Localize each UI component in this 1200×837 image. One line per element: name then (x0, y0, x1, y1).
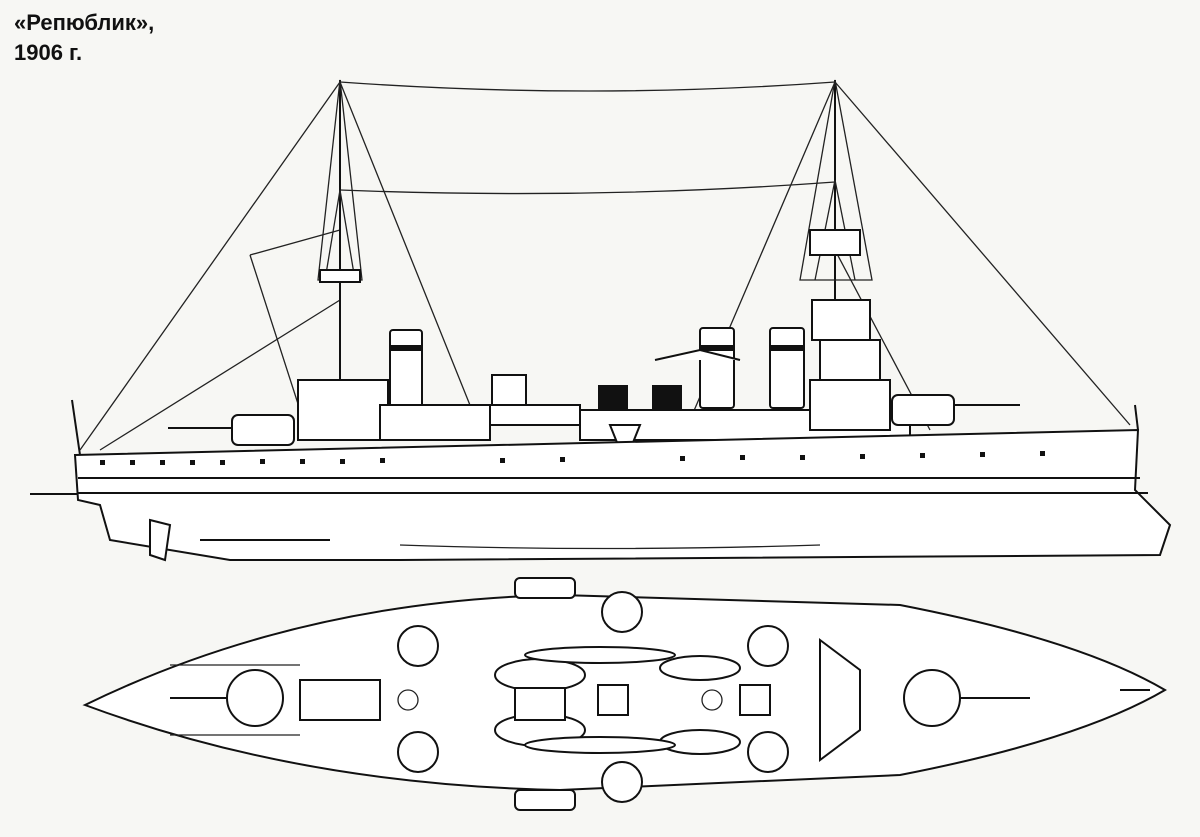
side-profile (30, 79, 1172, 562)
fore-turret (231, 414, 295, 446)
superstructure (297, 348, 911, 451)
aft-turret (891, 394, 955, 426)
funnel-2 (699, 327, 735, 409)
top-view (82, 577, 1167, 811)
boats (524, 646, 676, 754)
funnel-1 (389, 329, 423, 411)
rudder (149, 518, 172, 562)
main-mast (799, 79, 881, 400)
portholes (100, 451, 1045, 465)
main-turrets (168, 394, 1020, 446)
vent (491, 374, 527, 406)
bridges (170, 638, 1150, 762)
rigging (79, 81, 1131, 451)
ship-name: «Репюблик», (14, 10, 155, 35)
fore-mast (317, 79, 363, 410)
funnel-3 (769, 327, 805, 409)
funnels (389, 327, 805, 411)
drawing-caption: «Репюблик», 1906 г. (14, 8, 154, 68)
hull (30, 399, 1172, 562)
deck-turrets (170, 591, 1030, 803)
ship-year: 1906 г. (14, 40, 83, 65)
